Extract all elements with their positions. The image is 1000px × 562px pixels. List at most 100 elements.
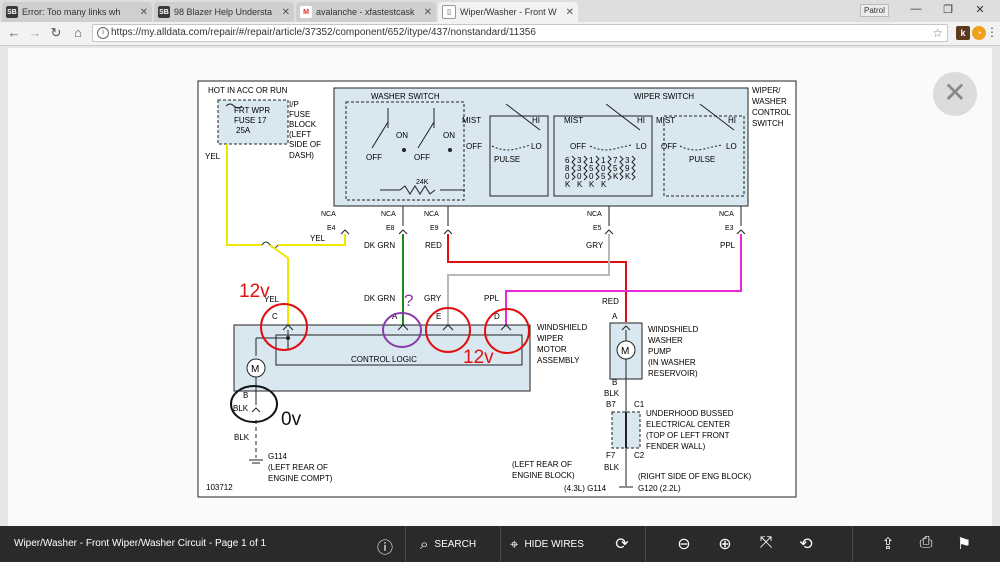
hide-wires-button[interactable]: ⌖ HIDE WIRES <box>510 526 584 562</box>
mist-label-1: MIST <box>462 116 481 125</box>
back-icon[interactable]: ← <box>7 25 21 40</box>
tab-error-links[interactable]: SB Error: Too many links wh ✕ <box>2 2 152 22</box>
bookmark-star-icon[interactable]: ☆ <box>932 26 943 40</box>
home-icon[interactable]: ⌂ <box>74 25 82 40</box>
forward-icon[interactable]: → <box>28 25 42 40</box>
blk-label-pump-2: BLK <box>604 463 620 472</box>
bookmark-icon[interactable]: ⚑ <box>956 536 972 553</box>
close-tab-icon[interactable]: ✕ <box>565 6 574 18</box>
pump-pin-b7: B7 <box>606 400 616 409</box>
g114b-label: (4.3L) G114 <box>564 484 607 493</box>
wiper-blade-3 <box>699 103 735 131</box>
resistor-value-char: 8 <box>565 164 570 173</box>
annotation-circle-b <box>230 385 278 423</box>
close-viewer-icon[interactable]: ✕ <box>933 72 977 116</box>
zoom-in-icon[interactable]: ⊕ <box>718 536 732 553</box>
resistor-value-char: 5 <box>589 164 594 173</box>
resistor-value-char: 0 <box>589 172 594 181</box>
fuse-box <box>217 99 289 145</box>
on-label-2: ON <box>443 131 455 140</box>
tab-label: avalanche - xfastestcask <box>316 7 415 17</box>
share-icon[interactable]: ⇪ <box>881 536 895 553</box>
wiper-blade-2 <box>605 103 641 131</box>
g114b-desc-2: ENGINE BLOCK) <box>512 471 575 480</box>
annotation-circle-d <box>484 308 530 354</box>
browser-menu-icon[interactable]: ⋮ <box>986 25 998 39</box>
off-label-4: OFF <box>570 142 586 151</box>
tab-blazer-help[interactable]: SB 98 Blazer Help Understa ✕ <box>154 2 294 22</box>
zoom-out-icon[interactable]: ⊖ <box>677 536 691 553</box>
search-label: SEARCH <box>434 538 477 550</box>
off-label-2: OFF <box>414 153 430 162</box>
g114-label: G114 <box>268 452 288 461</box>
print-icon[interactable]: ⎙ <box>919 534 933 551</box>
blk-label-motor-2: BLK <box>234 433 250 442</box>
yellow-wire <box>278 234 346 246</box>
wiper-arc-3 <box>679 144 723 151</box>
resistor-value-char: 7 <box>613 156 618 165</box>
pump-label-2: WASHER <box>648 336 683 345</box>
resistor-zigzag <box>619 155 624 181</box>
tab-wiper-washer[interactable]: ▯ Wiper/Washer - Front W ✕ <box>438 2 578 22</box>
nca-1: NCA <box>321 211 336 218</box>
window-close-icon[interactable]: ✕ <box>975 4 985 16</box>
tab-label: Error: Too many links wh <box>22 7 121 17</box>
resistor-value-char: 0 <box>577 172 582 181</box>
site-favicon-icon: SB <box>6 6 18 18</box>
tab-avalanche-gmail[interactable]: M avalanche - xfastestcask ✕ <box>296 2 436 22</box>
off-label-5: OFF <box>661 142 677 151</box>
resistor-value-char: K <box>589 180 595 189</box>
resistor-value-char: K <box>577 180 583 189</box>
pump-pin-f7: F7 <box>606 451 616 460</box>
address-bar[interactable]: i https://my.alldata.com/repair/#/repair… <box>92 24 948 42</box>
close-tab-icon[interactable]: ✕ <box>281 6 290 18</box>
ip-fuse-6: DASH) <box>289 151 314 160</box>
resistor-value-char: 3 <box>625 156 630 165</box>
document-title: Wiper/Washer - Front Wiper/Washer Circui… <box>14 538 267 549</box>
pump-label-5: RESERVOIR) <box>648 369 698 378</box>
nca-3: NCA <box>424 211 439 218</box>
search-button[interactable]: ⌕ SEARCH <box>420 526 476 562</box>
motor-label-1: WINDSHIELD <box>537 323 587 332</box>
ip-fuse-1: I/P <box>289 100 299 109</box>
restore-icon[interactable]: ❐ <box>943 4 953 16</box>
mist-label-3: MIST <box>656 116 675 125</box>
minimize-icon[interactable]: — <box>910 3 922 15</box>
fit-screen-icon[interactable]: ⤧ <box>759 534 773 551</box>
extension-orange-icon[interactable]: ◔ <box>972 26 986 40</box>
terminal <box>448 148 452 152</box>
browser-toolbar: ← → ↻ ⌂ i https://my.alldata.com/repair/… <box>0 22 1000 46</box>
rotate-icon[interactable]: ⟳ <box>615 536 629 553</box>
reload-icon[interactable]: ↻ <box>50 25 62 40</box>
profile-button[interactable]: Patrol <box>860 4 889 17</box>
ip-fuse-2: FUSE <box>289 110 310 119</box>
washer-switch-blade-2 <box>417 121 435 149</box>
wc-label-2: WASHER <box>752 97 787 106</box>
motor-pin-a: A <box>392 312 398 321</box>
svg-text:M: M <box>621 346 629 357</box>
resistor-value-char: 1 <box>601 156 606 165</box>
resistor-zigzag <box>571 155 576 181</box>
resistor-value-char: K <box>625 172 631 181</box>
pin-e4: E4 <box>327 225 336 232</box>
resistor-value-char: 5 <box>613 164 618 173</box>
resistor-24k-label: 24K <box>416 179 429 186</box>
close-tab-icon[interactable]: ✕ <box>423 6 432 18</box>
close-tab-icon[interactable]: ✕ <box>139 6 148 18</box>
g114-desc-1: (LEFT REAR OF <box>268 463 328 472</box>
extension-k-icon[interactable]: k <box>956 26 970 40</box>
off-label-3: OFF <box>466 142 482 151</box>
bussed-label-2: ELECTRICAL CENTER <box>646 420 730 429</box>
g120-desc: (RIGHT SIDE OF ENG BLOCK) <box>638 472 752 481</box>
pin-e8: E8 <box>386 225 395 232</box>
site-info-icon[interactable]: i <box>97 27 109 39</box>
ip-fuse-5: SIDE OF <box>289 140 321 149</box>
wiper-section-1 <box>489 115 549 197</box>
hi-label-1: HI <box>532 116 540 125</box>
blk-label-motor: BLK <box>233 404 249 413</box>
lo-label-3: LO <box>726 142 737 151</box>
hi-label-2: HI <box>637 116 645 125</box>
info-icon[interactable]: ⓘ <box>376 540 393 557</box>
reset-view-icon[interactable]: ⟲ <box>799 536 813 553</box>
motor-pin-e: E <box>436 312 441 321</box>
